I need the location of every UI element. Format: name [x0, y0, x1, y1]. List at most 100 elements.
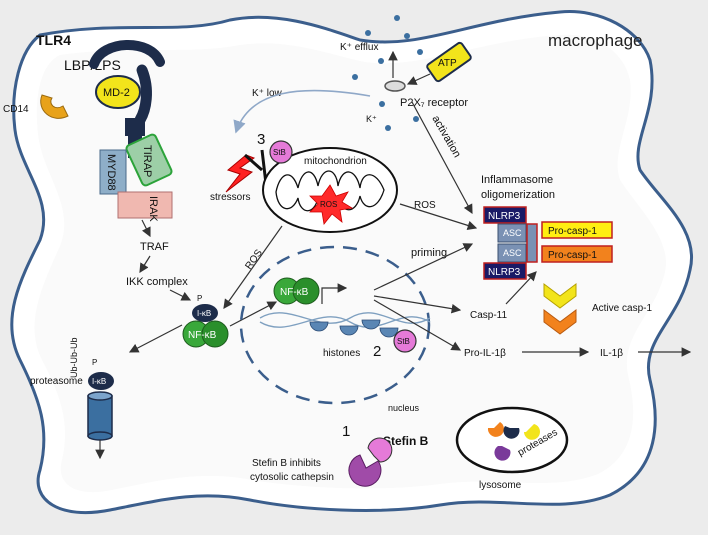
phospho-label: P — [197, 294, 202, 303]
stefin-b-icon — [367, 437, 393, 463]
inflammasome-title-1: Inflammasome — [481, 174, 553, 186]
k-plus-label: K⁺ — [366, 114, 377, 124]
nfkb-nuc-label: NF-κB — [280, 287, 309, 298]
stefin-marker: 1 — [342, 423, 350, 440]
ros-nfkb-arrow — [223, 225, 283, 309]
active-casp-label: Active casp-1 — [592, 303, 652, 314]
ikk-to-nfkb-arrow — [169, 289, 192, 301]
priming-label: priming — [411, 247, 447, 259]
pro-il-arrow — [373, 299, 462, 351]
nfkb-cyto-label: NF-κB — [188, 330, 217, 341]
potassium-ions — [352, 15, 423, 131]
cd14-icon — [40, 94, 69, 119]
inflammasome-link — [526, 223, 538, 263]
irak-box — [117, 191, 173, 219]
proteasome-ikb-label: I-κB — [92, 377, 106, 386]
tlr4-transmembrane-icon — [125, 118, 145, 136]
md2-label: MD-2 — [103, 87, 130, 99]
lysosome-icon — [455, 406, 569, 474]
mito-ros-burst-icon — [309, 184, 354, 225]
myd88-label: MYD88 — [105, 154, 117, 191]
pro-il-label: Pro-IL-1β — [464, 348, 506, 359]
transcription-start-arrow — [321, 283, 348, 304]
nfkb-right-subunit-icon — [201, 320, 229, 348]
macrophage-label: macrophage — [548, 31, 643, 50]
proteasome-label: proteasome — [30, 376, 83, 387]
tlr4-arc-icon — [89, 40, 165, 69]
stressors-label: stressors — [210, 192, 251, 203]
priming-arrow — [373, 243, 474, 291]
asc-bottom-box — [497, 243, 527, 263]
active-casp-chevron-top-icon — [543, 283, 577, 309]
asc-bottom-label: ASC — [503, 248, 522, 258]
k-efflux-label: K⁺ efflux — [340, 42, 378, 53]
tirap-box — [125, 133, 173, 187]
irak-to-traf-arrow — [141, 219, 151, 238]
lysosome-label: lysosome — [479, 480, 522, 491]
inflammasome-title-2: oligomerization — [481, 189, 555, 201]
nfkb-to-proteasome-arrow — [128, 324, 183, 353]
procasp-top-label: Pro-casp-1 — [548, 226, 597, 237]
mito-marker: 3 — [257, 131, 265, 148]
nfkb-nuc-right-icon — [292, 277, 320, 305]
tirap-label: TIRAP — [141, 145, 153, 177]
casp11-label: Casp-11 — [470, 310, 507, 321]
proteasome-bottom-icon — [87, 431, 113, 441]
md2-icon — [95, 75, 141, 109]
ros-mito-arrow — [399, 203, 478, 231]
histones-icon — [309, 319, 399, 338]
lysosome-protease-3-icon — [524, 424, 540, 440]
tlr4-stem-icon — [134, 64, 152, 126]
ikb-label: I-κB — [197, 309, 211, 318]
stb-nuc-icon — [393, 329, 417, 353]
p2x7-label: P2X₇ receptor — [400, 97, 468, 109]
stefin-name: Stefin B — [383, 434, 429, 448]
histones-label: histones — [323, 348, 360, 359]
tlr4-label: TLR4 — [36, 32, 71, 48]
lysosome-protease-2-icon — [503, 426, 520, 439]
nlrp3-bottom-label: NLRP3 — [488, 267, 521, 278]
ikb-icon — [192, 304, 218, 322]
asc-top-label: ASC — [503, 228, 522, 238]
irak-label: IRAK — [147, 196, 159, 222]
nucleus-envelope — [239, 245, 431, 405]
procasp-bottom-box — [541, 245, 613, 263]
casp11-arrow — [373, 295, 462, 314]
cd14-label: CD14 — [3, 104, 29, 115]
proteasome-icon — [87, 395, 113, 437]
macrophage-cytoplasm — [34, 34, 666, 493]
ros-mito-label: ROS — [414, 200, 436, 211]
proteasome-ikb-icon — [88, 372, 114, 390]
nlrp3-top-box — [483, 206, 527, 224]
p2x7-receptor-icon — [384, 80, 406, 92]
k-low-label: K⁺ low — [252, 88, 283, 99]
lysosome-protease-1-icon — [487, 422, 504, 437]
myd88-box — [99, 149, 127, 195]
mitochondrion-label: mitochondrion — [304, 156, 367, 167]
nlrp3-top-label: NLRP3 — [488, 211, 521, 222]
atp-box — [426, 41, 472, 83]
nucleus-marker: 2 — [373, 343, 381, 360]
stb-mito-label: StB — [273, 148, 286, 157]
nlrp3-bottom-box — [483, 262, 527, 280]
casp11-to-procasp-arrow — [505, 271, 537, 305]
proteasome-top-icon — [87, 391, 113, 401]
dna-strand-1 — [259, 312, 431, 324]
stb-mito-icon — [269, 140, 293, 164]
k-low-arrow — [233, 89, 371, 134]
activation-arrow — [411, 101, 473, 215]
asc-top-box — [497, 223, 527, 243]
procasp-top-box — [541, 221, 613, 239]
atp-label: ATP — [438, 58, 457, 69]
active-casp-chevron-bottom-icon — [543, 309, 577, 335]
atp-arrow — [406, 73, 431, 85]
proteasome-p-label: P — [92, 358, 97, 367]
il-label: IL-1β — [600, 348, 623, 359]
stefin-caption-2: cytosolic cathepsin — [250, 472, 334, 483]
traf-to-ikk-arrow — [139, 255, 151, 274]
stb-nuc-label: StB — [397, 337, 410, 346]
ub-label: Ub-Ub-Ub — [69, 337, 79, 378]
mito-ros-label: ROS — [320, 200, 337, 209]
procasp-bottom-label: Pro-casp-1 — [548, 250, 597, 261]
traf-label: TRAF — [140, 241, 169, 253]
